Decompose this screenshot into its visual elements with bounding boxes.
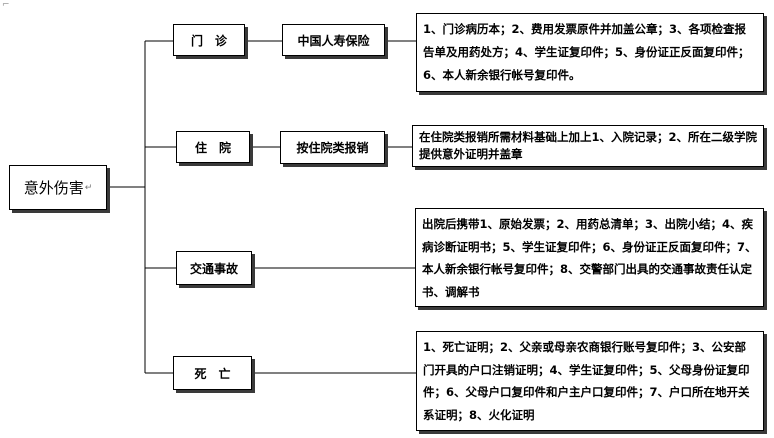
root-label: 意外伤害 [23,179,84,197]
description-traffic-accident: 出院后携带1、原始发票；2、用药总清单；3、出院小结；4、疾病诊断证明书；5、学… [415,208,764,307]
category-label: 死 亡 [194,366,231,381]
description-text: 在住院类报销所需材料基础上加上1、入院记录；2、所在二级学院提供意外证明并盖章 [419,130,757,161]
category-traffic-accident: 交通事故 [176,251,252,285]
return-mark-icon: ↵ [84,182,93,193]
description-text: 1、死亡证明；2、父亲或母亲农商银行账号复印件；3、公安部门开具的户口注销证明；… [423,340,750,422]
category-label: 门 诊 [190,33,227,48]
method-china-life: 中国人寿保险 [282,24,385,56]
root-node: 意外伤害↵ [9,165,107,210]
category-inpatient: 住 院 [176,131,250,163]
paragraph-mark-icon: ⌐ [2,0,10,10]
description-text: 1、门诊病历本；2、费用发票原件并加盖公章；3、各项检查报告单及用药处方；4、学… [423,22,750,82]
method-label: 中国人寿保险 [297,33,370,48]
method-label: 按住院类报销 [296,141,369,155]
category-label: 交通事故 [189,261,238,276]
description-inpatient: 在住院类报销所需材料基础上加上1、入院记录；2、所在二级学院提供意外证明并盖章 [412,125,764,167]
description-outpatient: 1、门诊病历本；2、费用发票原件并加盖公章；3、各项检查报告单及用药处方；4、学… [416,13,764,92]
description-text: 出院后携带1、原始发票；2、用药总清单；3、出院小结；4、疾病诊断证明书；5、学… [422,217,757,299]
category-label: 住 院 [194,140,231,155]
method-inpatient-claim: 按住院类报销 [280,131,385,164]
description-death: 1、死亡证明；2、父亲或母亲农商银行账号复印件；3、公安部门开具的户口注销证明；… [416,331,764,431]
category-death: 死 亡 [173,356,252,390]
category-outpatient: 门 诊 [173,24,245,56]
